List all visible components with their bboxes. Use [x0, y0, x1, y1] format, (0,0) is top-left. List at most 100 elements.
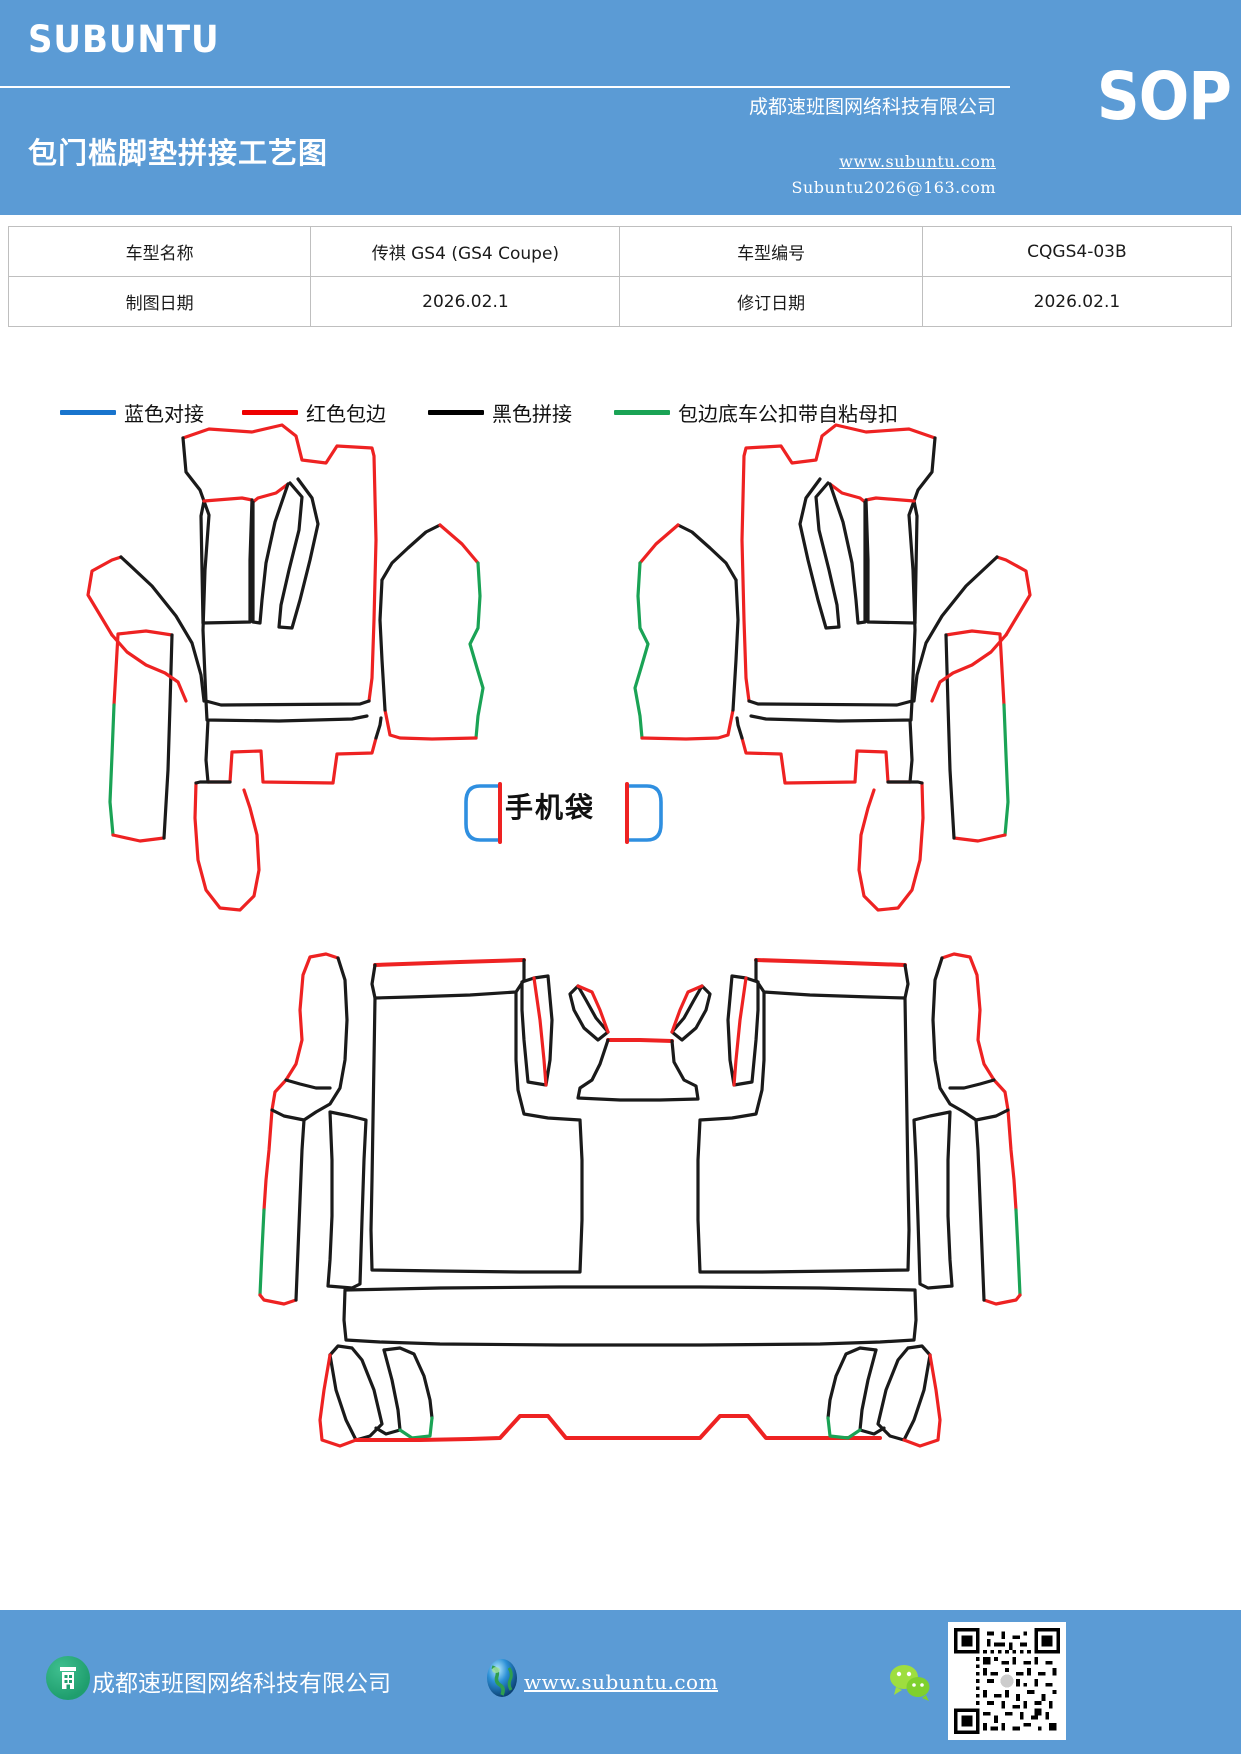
legend-label-blue: 蓝色对接 — [124, 402, 204, 426]
rear-left-wing-inner-cut — [284, 1078, 332, 1090]
front-right-mat-assembly — [633, 423, 1032, 912]
legend-swatch-green-icon — [614, 410, 670, 415]
right-piece-top-red — [438, 523, 480, 565]
legend-item-red-edge-binding: 红色包边 — [242, 398, 386, 427]
header-website-link[interactable]: www.subuntu.com — [839, 152, 996, 171]
right-piece-left-black — [380, 523, 442, 582]
right-mat-strip-bottom-red — [952, 833, 1007, 843]
right-outer-piece-bottom-red — [640, 708, 735, 741]
right-piece-green-fastener — [468, 561, 485, 740]
right-mat-wing-red — [995, 555, 1032, 637]
left-mat-panel1-right — [201, 498, 254, 625]
right-mat-wing-black-outer — [912, 555, 999, 703]
rear-br-flap1-right — [902, 1353, 932, 1442]
header-divider — [0, 86, 1010, 88]
revision-date-label: 修订日期 — [619, 276, 923, 327]
right-mat-wing-lower-red — [930, 633, 1008, 703]
rear-mat-assembly — [258, 952, 1022, 1448]
globe-icon — [478, 1654, 526, 1702]
rear-right-green-fastener — [1014, 1208, 1022, 1297]
rear-bl-flap1-body — [328, 1344, 384, 1442]
rear-bl-flap-green — [398, 1416, 434, 1440]
left-mat-wing-lower-red — [110, 633, 188, 703]
rear-center-right-trapezoid-red — [732, 976, 748, 1087]
legend-label-black: 黑色拼接 — [492, 402, 572, 426]
draw-date-label: 制图日期 — [7, 276, 312, 327]
right-mat-panel2-outline — [828, 482, 867, 625]
legend-item-blue-butt-joint: 蓝色对接 — [60, 398, 204, 427]
sop-badge: SOP — [1096, 58, 1232, 135]
left-mat-skirt-right — [374, 716, 383, 740]
rear-center-small-left-black — [568, 984, 610, 1042]
rear-left-wing-black-right — [302, 956, 349, 1122]
phone-pocket-label: 手机袋 — [505, 791, 596, 824]
right-piece-inner-black — [378, 578, 387, 712]
right-mat-skirt-red-edge — [740, 736, 912, 785]
header-company-name: 成都速班图网络科技有限公司 — [748, 96, 996, 118]
model-name-value: 传祺 GS4 (GS4 Coupe) — [310, 226, 621, 277]
right-mat-strip-green-fastener — [1002, 703, 1010, 837]
rear-br-flap1-body — [876, 1344, 932, 1442]
right-mat-skirt-right — [735, 716, 744, 740]
legend-item-green-fastener: 包边底车公扣带自粘母扣 — [614, 398, 898, 427]
left-mat-strip-top-red — [112, 629, 174, 707]
rear-br-flap2-black — [858, 1348, 886, 1436]
legend-swatch-black-icon — [428, 410, 484, 415]
left-mat-panel2-top-red — [251, 482, 290, 504]
front-left-mat-assembly — [86, 423, 485, 912]
rear-right-wing-bottom-red — [982, 1293, 1022, 1306]
revision-date-value: 2026.02.1 — [921, 276, 1233, 327]
mat-pattern-svg — [86, 423, 1032, 1448]
footer-website-link[interactable]: www.subuntu.com — [524, 1670, 719, 1694]
rear-right-wing-inner-cut — [948, 1078, 996, 1090]
rear-bl-flap2-right — [382, 1346, 434, 1420]
right-mat-panel2-top-red — [828, 482, 867, 504]
left-mat-panel1-left — [199, 499, 206, 625]
right-mat-panel1-top-red — [864, 496, 916, 503]
vehicle-info-table: 车型名称 传祺 GS4 (GS4 Coupe) 车型编号 CQGS4-03B 制… — [7, 226, 1233, 327]
left-mat-strip-green-fastener — [108, 703, 116, 837]
right-mat-center-black-edge — [747, 436, 937, 707]
phone-pocket-markers — [464, 782, 663, 844]
rear-center-tongue-black — [576, 1038, 700, 1102]
rear-right-band-red-top — [754, 958, 907, 967]
rear-center-small-right-black — [670, 984, 712, 1042]
model-code-label: 车型编号 — [619, 226, 923, 277]
pocket-left-blue-outline — [464, 784, 502, 842]
right-piece-bottom-red — [383, 708, 478, 741]
right-outer-piece-black — [676, 523, 738, 582]
right-mat-tongue-red — [857, 781, 925, 912]
right-mat-top-red-edge — [740, 423, 937, 703]
left-mat-tongue-red — [193, 781, 261, 912]
header-email[interactable]: Subuntu2026@163.com — [791, 178, 996, 197]
right-mat-strip-right-black — [944, 633, 956, 840]
footer-company-name: 成都速班图网络科技有限公司 — [92, 1671, 391, 1697]
right-mat-panel1-left — [912, 499, 919, 625]
right-mat-lower-divider — [749, 699, 914, 723]
legend-label-red: 红色包边 — [306, 402, 386, 426]
rear-left-main-panel — [369, 990, 584, 1274]
rear-center-small-right-red — [670, 984, 704, 1034]
legend-label-green: 包边底车公扣带自粘母扣 — [678, 402, 898, 426]
technical-drawing-area — [0, 420, 1241, 1460]
left-mat-top-red-edge — [181, 423, 378, 703]
rear-bl-outer-red-arc — [318, 1353, 358, 1448]
page-footer: 成都速班图网络科技有限公司 www.subuntu.com — [0, 1610, 1241, 1754]
left-mat-lower-divider — [204, 699, 369, 723]
legend-swatch-red-icon — [242, 410, 298, 415]
left-mat-center-black-edge — [181, 436, 371, 707]
left-mat-strip-bottom-red — [111, 833, 166, 843]
right-outer-piece-green — [633, 561, 650, 740]
left-mat-panel1-top-red — [202, 496, 254, 503]
rear-right-main-panel — [696, 990, 911, 1274]
document-title: 包门槛脚垫拼接工艺图 — [28, 136, 329, 170]
rear-center-left-trapezoid-black — [520, 974, 554, 1087]
left-mat-panel2-outline — [251, 482, 290, 625]
legend-item-black-splice: 黑色拼接 — [428, 398, 572, 427]
rear-sill-bar — [342, 1285, 918, 1347]
rear-center-right-trapezoid-black — [726, 974, 760, 1087]
rear-right-slab — [912, 1110, 954, 1290]
rear-bottom-red-sill — [354, 1414, 882, 1442]
rear-center-left-trapezoid-red — [532, 976, 548, 1087]
